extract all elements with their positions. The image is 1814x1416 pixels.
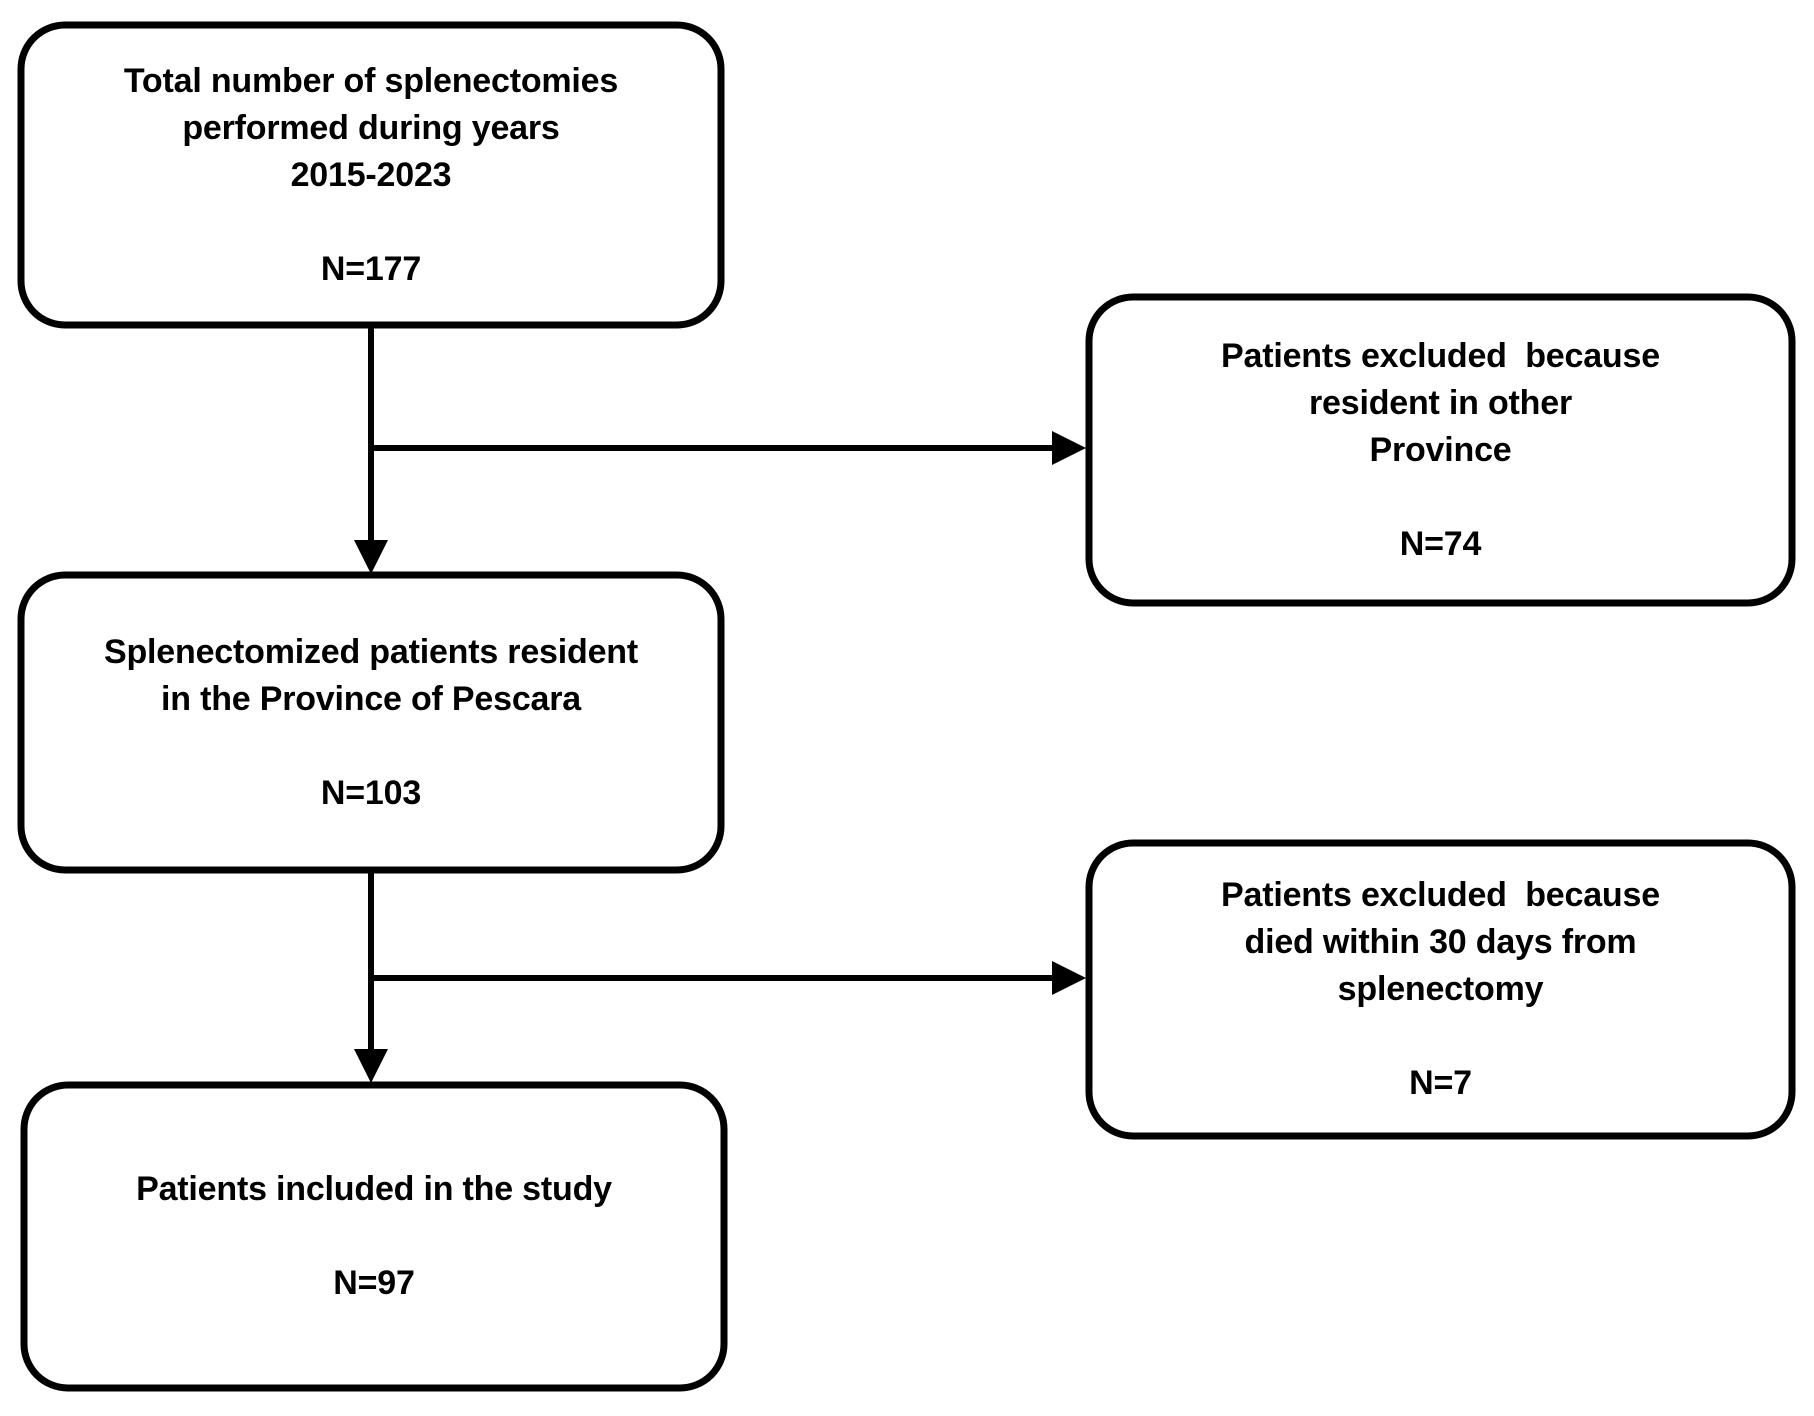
node-excluded-other-province-count: N=74 [1399, 525, 1482, 563]
edge-pescara-to-excluded-died [371, 961, 1086, 995]
node-excluded-died-30-days-label: Patients excluded because died within 30… [1221, 876, 1660, 1008]
node-included-in-study-label: Patients included in the study [136, 1170, 612, 1208]
node-total-splenectomies-box[interactable] [17, 21, 725, 329]
node-excluded-died-30-days-count: N=7 [1409, 1064, 1472, 1102]
edge-pescara-to-included [354, 872, 388, 1083]
node-resident-pescara-count: N=103 [320, 774, 422, 812]
edge-total-to-excluded-province [371, 431, 1086, 465]
node-resident-pescara-label: Splenectomized patients resident in the … [104, 633, 638, 718]
node-excluded-other-province-box[interactable] [1085, 293, 1796, 607]
edge-pescara-to-excluded-died-arrowhead [1052, 961, 1086, 995]
node-excluded-other-province-label: Patients excluded because resident in ot… [1221, 337, 1660, 469]
node-included-in-study-count: N=97 [333, 1264, 415, 1302]
node-included-in-study-box[interactable] [20, 1081, 728, 1392]
node-excluded-died-30-days-box[interactable] [1085, 839, 1796, 1140]
edge-total-to-pescara [354, 325, 388, 574]
node-resident-pescara-box[interactable] [17, 571, 725, 874]
edge-pescara-to-included-arrowhead [354, 1049, 388, 1083]
edge-total-to-excluded-province-arrowhead [1052, 431, 1086, 465]
node-total-splenectomies-count: N=177 [320, 250, 422, 288]
node-total-splenectomies-label: Total number of splenectomies performed … [123, 62, 619, 194]
edge-total-to-pescara-arrowhead [354, 540, 388, 574]
